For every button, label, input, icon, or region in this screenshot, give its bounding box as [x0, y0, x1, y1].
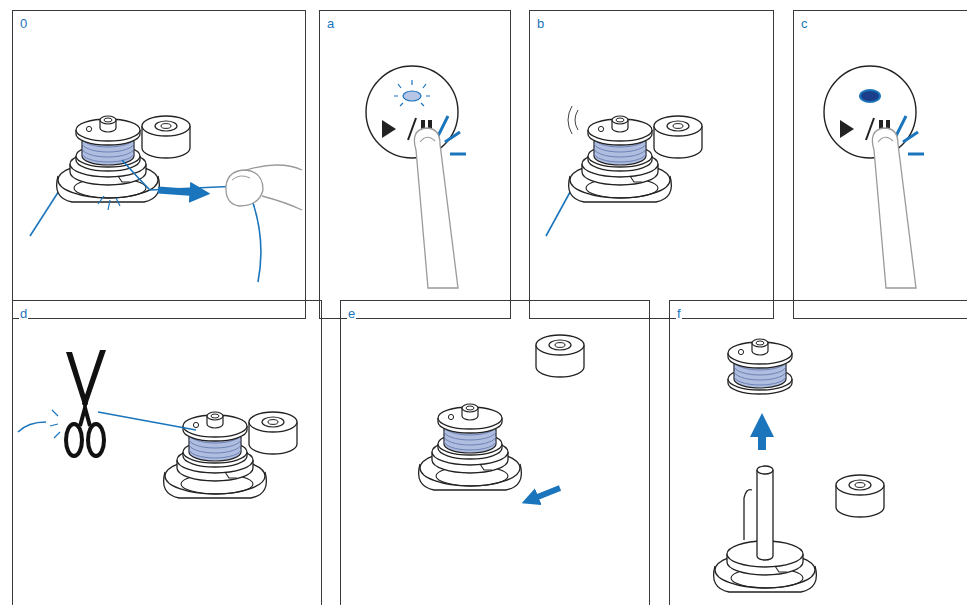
step-panel: c [793, 10, 967, 319]
start-button-press [366, 66, 466, 288]
thread-cut-figure [18, 350, 297, 498]
step-panel: f [669, 300, 967, 605]
winding-start-figure [30, 116, 302, 282]
step-panel: a [319, 10, 511, 319]
step-panel: 0 [12, 10, 306, 319]
step-panel: e [340, 300, 650, 605]
step-letter: e [347, 306, 356, 321]
step-letter: c [800, 16, 809, 31]
remove-bobbin-figure [714, 339, 884, 592]
step-panel: b [529, 10, 774, 319]
step-panel: d [12, 300, 322, 605]
step-letter: a [326, 16, 335, 31]
winding-figure [546, 106, 702, 236]
step-letter: d [19, 306, 28, 321]
slide-shaft-figure [419, 335, 584, 500]
step-letter: f [676, 306, 682, 321]
stop-button-press [824, 66, 924, 288]
step-letter: b [536, 16, 545, 31]
step-letter: 0 [19, 16, 28, 31]
